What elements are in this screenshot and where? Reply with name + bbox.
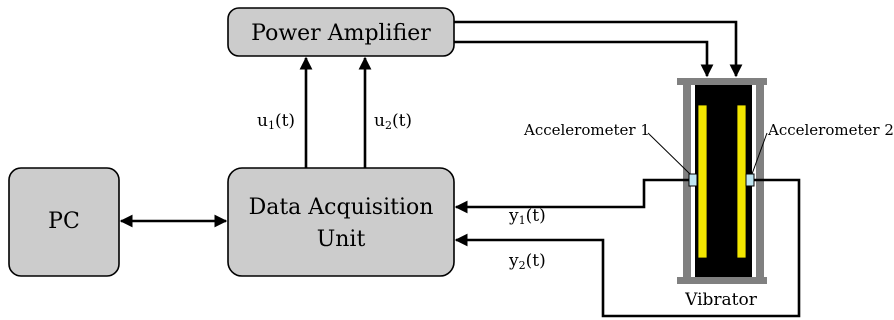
u2-label: u2(t) — [374, 111, 412, 132]
amp-to-vibrator-wire-1 — [454, 20, 743, 78]
accelerometer-1-leader — [647, 132, 691, 175]
accelerometer-2-label: Accelerometer 2 — [767, 121, 894, 139]
y1-label: y1(t) — [508, 206, 546, 227]
vibrator-plate-left — [697, 104, 708, 259]
daq-label-line2: Unit — [317, 227, 366, 252]
accelerometer-1 — [688, 173, 698, 187]
pc-block — [8, 167, 120, 277]
power-amplifier-label: Power Amplifier — [251, 21, 431, 46]
vibrator-label: Vibrator — [684, 290, 758, 310]
accelerometer-2 — [745, 173, 755, 187]
vibrator — [677, 78, 767, 284]
accelerometer-2-leader — [751, 132, 768, 175]
power-amplifier-block — [227, 7, 455, 57]
vibrator-frame-top — [677, 78, 767, 85]
pc-label: PC — [48, 209, 80, 234]
u1-label: u1(t) — [257, 111, 295, 132]
y2-arrow — [454, 178, 801, 318]
daq-unit-block — [227, 167, 455, 277]
daq-label-line1: Data Acquisition — [249, 195, 434, 220]
vibrator-plate-right — [736, 104, 747, 259]
amp-to-vibrator-wire-2 — [454, 40, 714, 78]
y1-arrow — [454, 178, 689, 214]
accelerometer-1-label: Accelerometer 1 — [523, 121, 650, 139]
vibrator-frame-bottom — [677, 277, 767, 284]
y2-label: y2(t) — [508, 251, 546, 272]
